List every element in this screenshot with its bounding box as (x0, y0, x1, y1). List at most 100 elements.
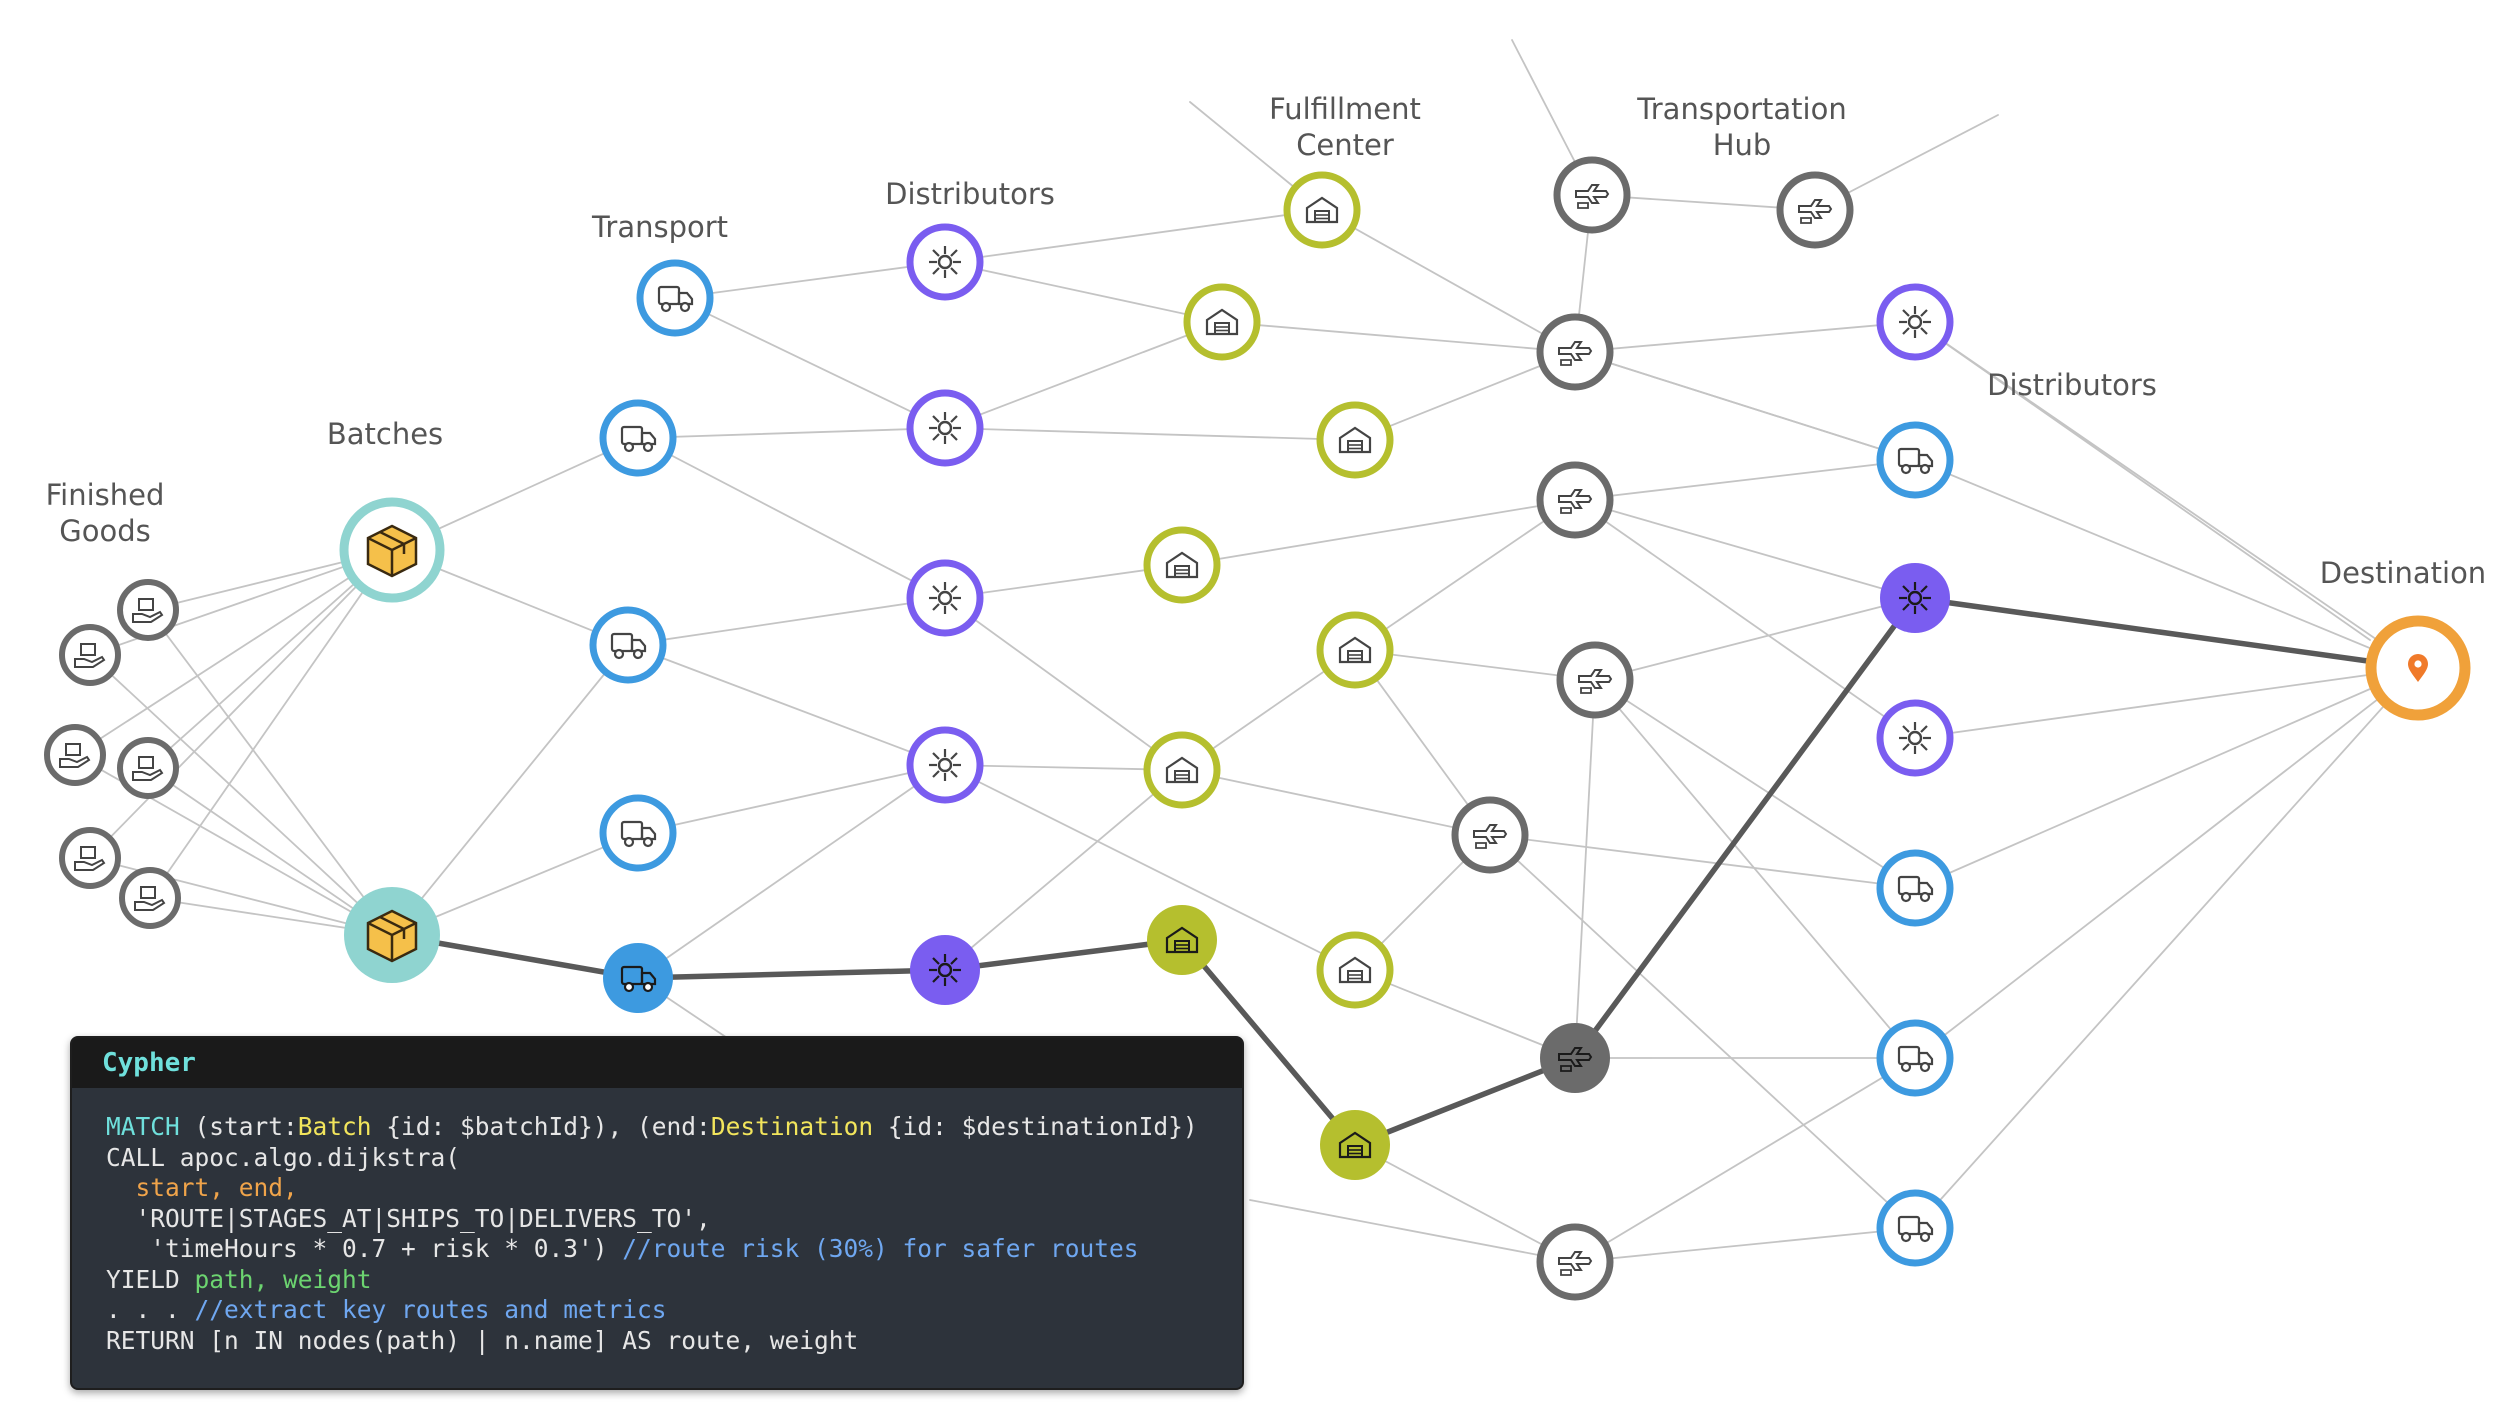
shortest-path-edge (942, 937, 1185, 973)
node-transport[interactable] (599, 794, 677, 872)
node-fulfillment[interactable] (1316, 401, 1394, 479)
graph-nodes (44, 156, 2471, 1301)
node-finished-goods[interactable] (44, 724, 106, 786)
node-fulfillment[interactable] (1183, 283, 1261, 361)
shortest-path-edge (1912, 595, 2421, 671)
graph-labels: Finished Goods Batches Transport Distrib… (46, 92, 2487, 590)
graph-edge (149, 549, 393, 899)
label-fulfillment-line2: Center (1296, 128, 1394, 162)
label-batches: Batches (327, 417, 443, 451)
node-distributor[interactable] (1876, 283, 1954, 361)
node-transport[interactable] (599, 399, 677, 477)
graph-edge (944, 564, 1183, 599)
graph-edge (944, 764, 1183, 771)
node-circle (910, 935, 980, 1005)
code-token: YIELD (106, 1264, 195, 1294)
node-finished-goods[interactable] (59, 624, 121, 686)
shortest-path-edge (635, 967, 948, 981)
node-transport[interactable] (1876, 1189, 1954, 1267)
node-transport[interactable] (1876, 849, 1954, 927)
hub-transfer-icon (1578, 669, 1613, 694)
graph-edge (1594, 679, 1916, 889)
graph-edge (1594, 679, 1916, 1059)
code-token (106, 1173, 136, 1202)
node-fulfillment[interactable] (1143, 731, 1221, 809)
node-finished-goods[interactable] (117, 737, 179, 799)
node-fulfillment[interactable] (1283, 171, 1361, 249)
node-circle (1876, 699, 1954, 777)
graph-edge (637, 437, 946, 599)
warehouse-icon (1165, 756, 1199, 784)
node-transport[interactable] (636, 259, 714, 337)
node-finished-goods[interactable] (59, 827, 121, 889)
node-distributor[interactable] (906, 726, 984, 804)
graph-edge (1181, 499, 1576, 566)
node-transport[interactable] (1876, 1019, 1954, 1097)
graph-edge (1574, 1057, 1916, 1263)
hand-package-icon (134, 886, 166, 911)
node-transport[interactable] (603, 943, 673, 1013)
node-hub[interactable] (1540, 1023, 1610, 1093)
graph-edge (1574, 459, 1916, 501)
graph-edge (89, 654, 393, 936)
node-hub[interactable] (1536, 1223, 1614, 1301)
code-token: . . . (106, 1295, 195, 1324)
node-fulfillment[interactable] (1147, 905, 1217, 975)
node-hub[interactable] (1776, 171, 1854, 249)
graph-edge (1354, 649, 1596, 681)
graph-edge (1574, 499, 1916, 739)
code-line: RETURN [n IN nodes(path) | n.name] AS ro… (106, 1326, 1242, 1357)
code-token: MATCH (106, 1112, 180, 1141)
node-distributor[interactable] (906, 223, 984, 301)
label-distributors-right: Distributors (1987, 368, 2157, 402)
graph-edge (89, 549, 393, 859)
node-circle (906, 223, 984, 301)
node-distributor[interactable] (906, 559, 984, 637)
hub-transfer-icon (1558, 341, 1593, 366)
node-fulfillment[interactable] (1320, 1110, 1390, 1180)
graph-edge (637, 427, 946, 439)
truck-icon (1897, 447, 1934, 475)
node-circle (589, 606, 667, 684)
node-fulfillment[interactable] (1316, 611, 1394, 689)
graph-edge (147, 609, 393, 936)
graph-edge (1914, 667, 2419, 739)
node-batch[interactable] (344, 887, 440, 983)
node-hub[interactable] (1451, 796, 1529, 874)
label-transportation-hub-line2: Hub (1713, 128, 1772, 162)
node-distributor[interactable] (910, 935, 980, 1005)
graph-edge (1914, 667, 2419, 1059)
node-batch[interactable] (339, 497, 445, 603)
node-circle (1876, 283, 1954, 361)
node-finished-goods[interactable] (119, 867, 181, 929)
node-transport[interactable] (589, 606, 667, 684)
code-token: //extract key routes and metrics (194, 1295, 667, 1324)
node-distributor[interactable] (1876, 699, 1954, 777)
node-distributor[interactable] (906, 389, 984, 467)
label-finished-goods-line1: Finished (46, 478, 165, 512)
label-destination: Destination (2320, 556, 2486, 590)
node-distributor[interactable] (1880, 563, 1950, 633)
node-fulfillment[interactable] (1143, 526, 1221, 604)
graph-edge (627, 597, 946, 646)
code-token: RETURN [n IN nodes(path) | n.name] AS ro… (106, 1325, 859, 1355)
node-fulfillment[interactable] (1316, 931, 1394, 1009)
node-hub[interactable] (1536, 313, 1614, 391)
node-finished-goods[interactable] (117, 579, 179, 641)
hub-transfer-icon (1558, 489, 1593, 514)
node-hub[interactable] (1553, 156, 1631, 234)
graph-edge (674, 261, 946, 299)
node-circle (906, 726, 984, 804)
node-transport[interactable] (1876, 421, 1954, 499)
graph-edge (944, 769, 1183, 971)
hub-transfer-icon (1473, 824, 1508, 849)
node-hub[interactable] (1536, 461, 1614, 539)
node-destination[interactable] (2365, 615, 2471, 721)
graph-edge (944, 321, 1223, 429)
truck-icon (620, 965, 657, 993)
node-hub[interactable] (1556, 641, 1634, 719)
graph-edge (944, 427, 1356, 441)
node-circle (636, 259, 714, 337)
cypher-code-panel: Cypher MATCH (start:Batch {id: $batchId}… (70, 1036, 1244, 1390)
truck-icon (1897, 875, 1934, 903)
